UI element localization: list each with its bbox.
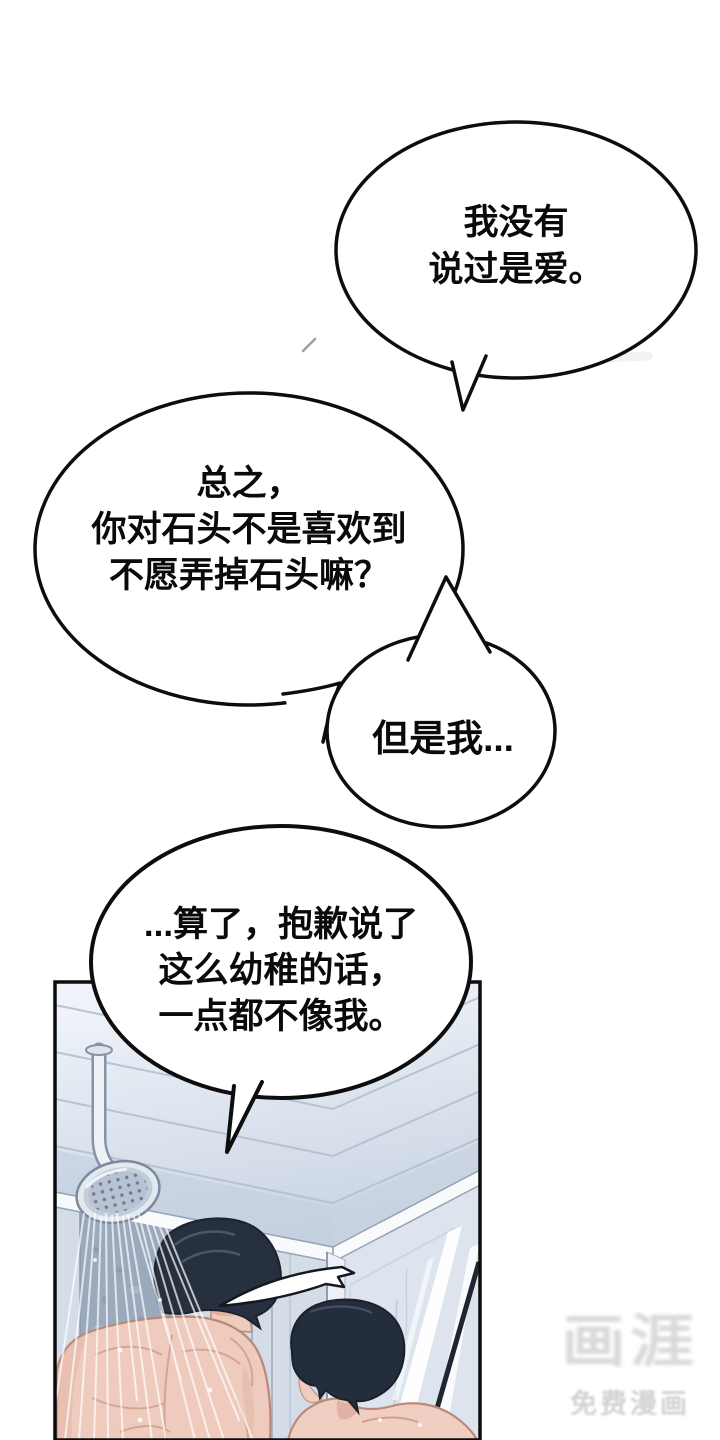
character-right-hair	[290, 1298, 406, 1416]
bubble-4-line-3: 一点都不像我。	[158, 997, 404, 1036]
speech-bubble-4	[89, 824, 473, 1154]
bubble-2-text: 总之， 你对石头不是喜欢到 不愿弄掉石头嘛？	[37, 461, 461, 599]
watermark: 画涯 免费漫画	[544, 1296, 716, 1421]
motion-swoosh	[218, 1265, 356, 1308]
bubble-3-text: 但是我...	[327, 717, 559, 761]
bubble-2-line-2: 你对石头不是喜欢到	[91, 510, 407, 549]
bubble-1-line-2: 说过是爱。	[428, 250, 604, 289]
bubble-1-line-1: 我没有	[463, 203, 569, 242]
watermark-tagline: 免费漫画	[570, 1389, 690, 1419]
bubble-4-tail	[225, 1080, 264, 1154]
water-droplets	[93, 1258, 422, 1427]
bubble-2-tail-mask	[283, 680, 344, 714]
bubble-2-line-1: 总之，	[196, 464, 302, 503]
bubble-4-text: ...算了，抱歉说了 这么幼稚的话， 一点都不像我。	[91, 902, 471, 1040]
water-spray	[56, 1213, 254, 1439]
bubble-4-line-1: ...算了，抱歉说了	[143, 905, 419, 944]
shower-head	[75, 1159, 161, 1225]
hair-highlights	[174, 1230, 241, 1264]
speech-bubbles	[33, 120, 698, 1154]
bubble-4-line-2: 这么幼稚的话，	[158, 951, 404, 990]
bubble-3-line-1: 但是我...	[372, 718, 514, 759]
bubble-2-line-3: 不愿弄掉石头嘛？	[108, 556, 389, 595]
watermark-logo: 画涯	[561, 1310, 699, 1374]
bubble-1-tail	[450, 354, 488, 412]
character-left-torso	[56, 1315, 272, 1439]
bubble-3-tail	[406, 575, 492, 662]
bubble-1-text: 我没有 说过是爱。	[346, 199, 686, 293]
speech-bubble-3	[325, 575, 557, 829]
speech-bubble-1	[334, 120, 698, 412]
speech-bubble-2	[33, 391, 465, 744]
character-right	[287, 1298, 478, 1439]
